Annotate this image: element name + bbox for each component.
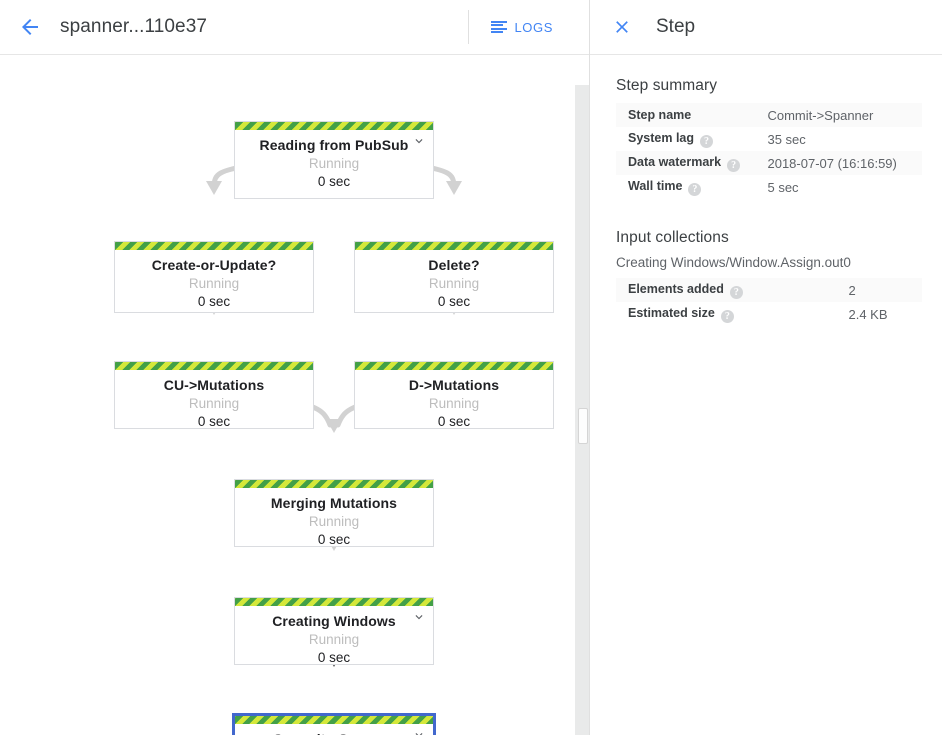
node-status-bar — [235, 598, 433, 606]
graph-node-commit-spanner[interactable]: Commit->SpannerPart running5 sec — [232, 713, 436, 735]
node-status-bar — [115, 362, 313, 370]
node-status: Running — [188, 276, 240, 291]
step-summary-value: 2018-07-07 (16:16:59) — [767, 155, 897, 171]
job-graph-pane: spanner...110e37 LOGS — [0, 0, 590, 735]
step-summary-row: Step name Commit->Spanner — [616, 103, 922, 127]
step-summary-value: Commit->Spanner — [767, 107, 874, 123]
input-collection-row: Estimated size?2.4 KB — [616, 302, 922, 326]
step-summary-key: Step name — [628, 108, 692, 122]
node-status: Running — [428, 396, 480, 411]
node-status-bar — [235, 122, 433, 130]
step-summary-key: Wall time? — [616, 175, 763, 199]
node-status-bar — [115, 242, 313, 250]
graph-vertical-scrollbar-track[interactable] — [575, 85, 589, 735]
step-summary-row: Data watermark?2018-07-07 (16:16:59) — [616, 151, 922, 175]
node-status-bar — [355, 362, 553, 370]
help-icon[interactable]: ? — [720, 309, 734, 323]
input-collection-value: 2.4 KB — [848, 306, 888, 322]
node-time: 0 sec — [197, 294, 231, 309]
logs-button[interactable]: LOGS — [485, 14, 565, 41]
node-title: Creating Windows — [272, 613, 396, 629]
node-title: Create-or-Update? — [151, 257, 277, 273]
node-time: 0 sec — [317, 532, 351, 547]
input-collection-value: 2 — [848, 282, 856, 298]
help-icon[interactable]: ? — [700, 134, 714, 148]
step-summary-key: System lag? — [616, 127, 763, 151]
step-summary-value: 5 sec — [767, 179, 799, 195]
node-time: 0 sec — [317, 650, 351, 665]
logs-button-label: LOGS — [514, 19, 553, 35]
graph-vertical-scrollbar-thumb[interactable] — [578, 408, 588, 444]
toolbar-divider — [468, 10, 470, 44]
node-time: 0 sec — [197, 414, 231, 429]
node-status: Running — [428, 276, 480, 291]
node-time: 0 sec — [437, 294, 471, 309]
chevron-down-icon[interactable] — [412, 134, 426, 148]
section-gap — [616, 199, 932, 229]
graph-node-delete[interactable]: Delete? Running 0 sec — [354, 241, 554, 313]
node-status-bar — [235, 480, 433, 488]
step-summary-value: 35 sec — [767, 131, 806, 147]
step-panel-header: Step — [590, 0, 942, 55]
input-collection-row: Elements added?2 — [616, 278, 922, 302]
page-title: spanner...110e37 — [60, 16, 208, 37]
back-arrow-icon[interactable] — [4, 4, 56, 50]
help-icon[interactable]: ? — [688, 182, 702, 196]
node-status: Running — [308, 514, 360, 529]
node-body: Commit->SpannerPart running5 sec — [235, 724, 433, 735]
node-status-bar — [235, 716, 433, 724]
node-status: Running — [308, 632, 360, 647]
node-time: 0 sec — [317, 174, 351, 189]
node-title: CU->Mutations — [163, 377, 265, 393]
job-toolbar: spanner...110e37 LOGS — [0, 0, 589, 55]
step-summary-row: Wall time?5 sec — [616, 175, 922, 199]
input-collection-key: Elements added? — [616, 278, 845, 302]
close-icon[interactable] — [600, 5, 644, 49]
node-title: Delete? — [428, 257, 480, 273]
step-summary-key: Data watermark? — [616, 151, 763, 175]
logs-list-icon — [491, 20, 508, 34]
node-title: Commit->Spanner — [245, 730, 423, 735]
step-panel-title: Step — [656, 16, 696, 37]
input-collection-name: Creating Windows/Window.Assign.out0 — [616, 255, 851, 270]
node-body: Create-or-Update? Running 0 sec — [115, 250, 313, 320]
graph-node-create-or-update[interactable]: Create-or-Update? Running 0 sec — [114, 241, 314, 313]
chevron-down-icon[interactable] — [412, 728, 426, 735]
node-status: Running — [308, 156, 360, 171]
step-summary-heading: Step summary — [616, 77, 718, 94]
chevron-down-icon[interactable] — [412, 610, 426, 624]
help-icon[interactable]: ? — [727, 158, 741, 172]
node-time: 0 sec — [437, 414, 471, 429]
step-details-pane: Step Step summary Step name Commit->Spann… — [590, 0, 942, 735]
step-summary-row: System lag?35 sec — [616, 127, 922, 151]
help-icon[interactable]: ? — [729, 285, 743, 299]
node-status: Running — [188, 396, 240, 411]
node-body: Delete? Running 0 sec — [355, 250, 553, 320]
node-title: Merging Mutations — [270, 495, 398, 511]
node-status-bar — [355, 242, 553, 250]
input-collections-heading: Input collections — [616, 229, 729, 246]
node-title: Reading from PubSub — [259, 137, 409, 153]
input-collection-key: Estimated size? — [616, 302, 845, 326]
node-title: D->Mutations — [408, 377, 500, 393]
